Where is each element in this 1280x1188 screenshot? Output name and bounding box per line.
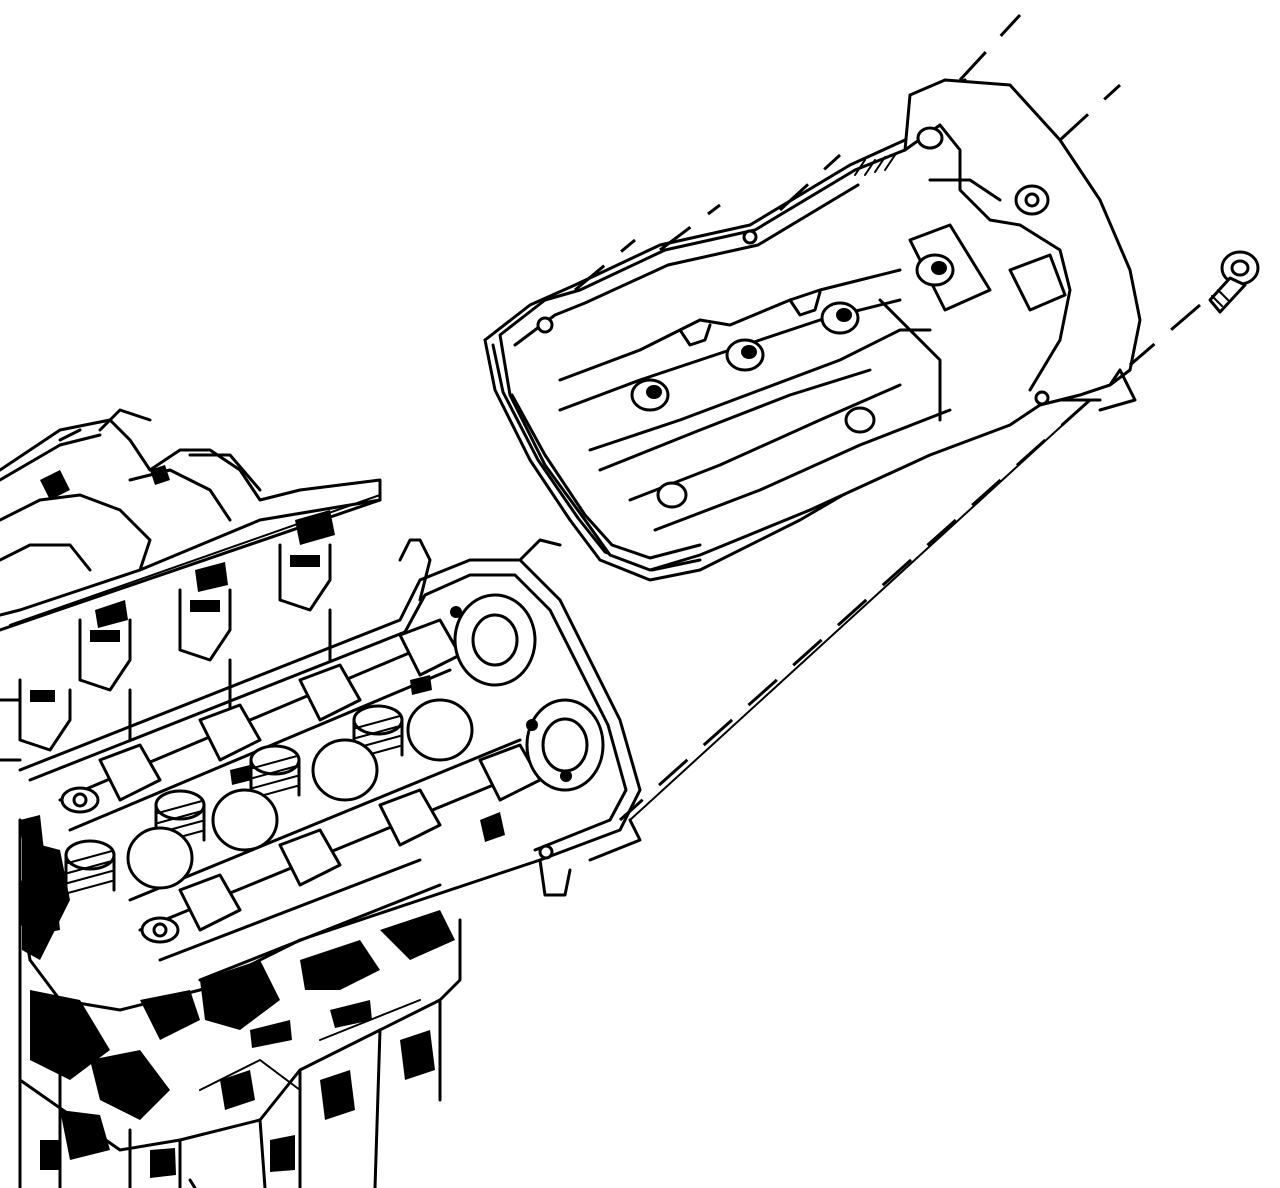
block-shading	[20, 840, 455, 1178]
valve-cover	[498, 78, 1142, 572]
breather-spring	[854, 126, 944, 176]
valve-cover-bolt	[1208, 250, 1260, 314]
valve-springs	[60, 704, 404, 944]
engine-block	[18, 818, 462, 1188]
explode-lines	[574, 13, 1201, 822]
cover-bosses	[536, 184, 1050, 509]
cam-sprockets	[450, 593, 605, 792]
cylinder-head	[18, 538, 642, 1012]
spark-plug-tubes	[126, 698, 474, 890]
intake-manifold	[0, 408, 382, 762]
fuel-injectors	[18, 465, 335, 752]
head-shading	[20, 675, 505, 935]
